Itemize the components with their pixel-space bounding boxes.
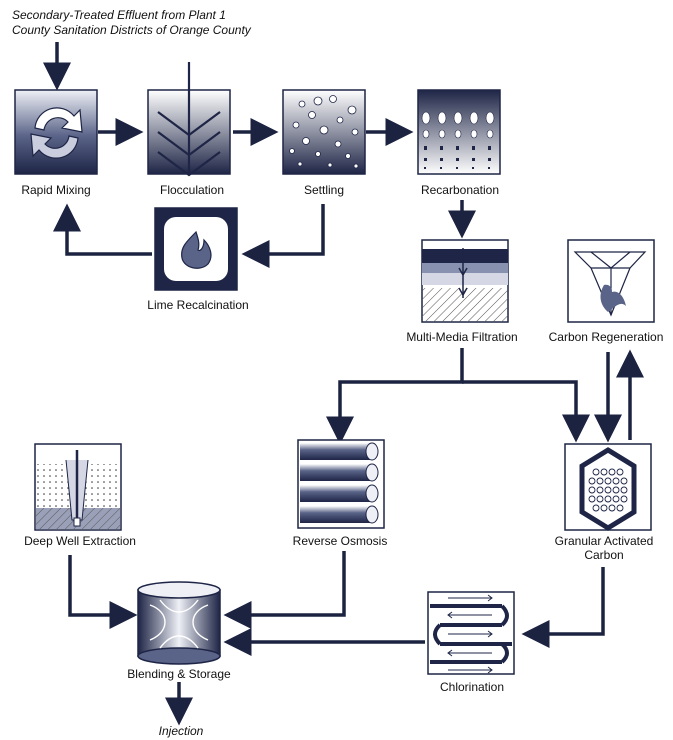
blending-storage-label: Blending & Storage bbox=[127, 667, 231, 681]
multimedia-filtration-icon bbox=[421, 239, 509, 323]
arrow-filtration-to-gac bbox=[462, 380, 590, 443]
blending-storage-icon bbox=[137, 581, 221, 665]
recarbonation-icon bbox=[417, 89, 501, 175]
lime-recalcination-icon bbox=[154, 207, 238, 291]
rapid-mixing-icon bbox=[14, 89, 98, 175]
source-label-line2: County Sanitation Districts of Orange Co… bbox=[12, 23, 251, 37]
granular-activated-carbon-label: Granular Activated Carbon bbox=[555, 534, 654, 562]
source-label-line1: Secondary-Treated Effluent from Plant 1 bbox=[12, 8, 226, 22]
reverse-osmosis-label: Reverse Osmosis bbox=[292, 534, 388, 548]
settling-label: Settling bbox=[303, 183, 345, 197]
flow-arrows bbox=[43, 42, 644, 726]
granular-activated-carbon-label-line1: Granular Activated bbox=[554, 534, 654, 548]
flocculation-label: Flocculation bbox=[159, 183, 225, 197]
lime-recalcination-label: Lime Recalcination bbox=[147, 298, 249, 312]
arrow-ro-to-blending bbox=[223, 551, 346, 629]
carbon-regeneration-icon bbox=[567, 239, 655, 323]
deep-well-extraction-label: Deep Well Extraction bbox=[24, 534, 136, 548]
arrow-filtration-to-branches bbox=[326, 348, 464, 445]
deep-well-extraction-icon bbox=[34, 443, 122, 531]
arrow-gac-to-chlorination bbox=[521, 567, 605, 648]
granular-activated-carbon-icon bbox=[564, 443, 652, 531]
injection-label: Injection bbox=[158, 724, 204, 738]
reverse-osmosis-icon bbox=[297, 439, 385, 529]
arrow-deepwell-to-blending bbox=[68, 555, 138, 629]
rapid-mixing-label: Rapid Mixing bbox=[21, 183, 91, 197]
arrow-lime-to-mixing bbox=[53, 203, 152, 256]
carbon-regeneration-label: Carbon Regeneration bbox=[548, 330, 664, 344]
flocculation-icon bbox=[147, 62, 231, 177]
settling-icon bbox=[282, 89, 366, 175]
arrow-settling-to-lime bbox=[241, 204, 325, 268]
granular-activated-carbon-label-line2: Carbon bbox=[584, 548, 624, 562]
multimedia-filtration-label: Multi-Media Filtration bbox=[406, 330, 518, 344]
chlorination-icon bbox=[427, 591, 515, 675]
source-label: Secondary-Treated Effluent from Plant 1 … bbox=[12, 8, 251, 38]
chlorination-label: Chlorination bbox=[439, 680, 505, 694]
recarbonation-label: Recarbonation bbox=[420, 183, 500, 197]
